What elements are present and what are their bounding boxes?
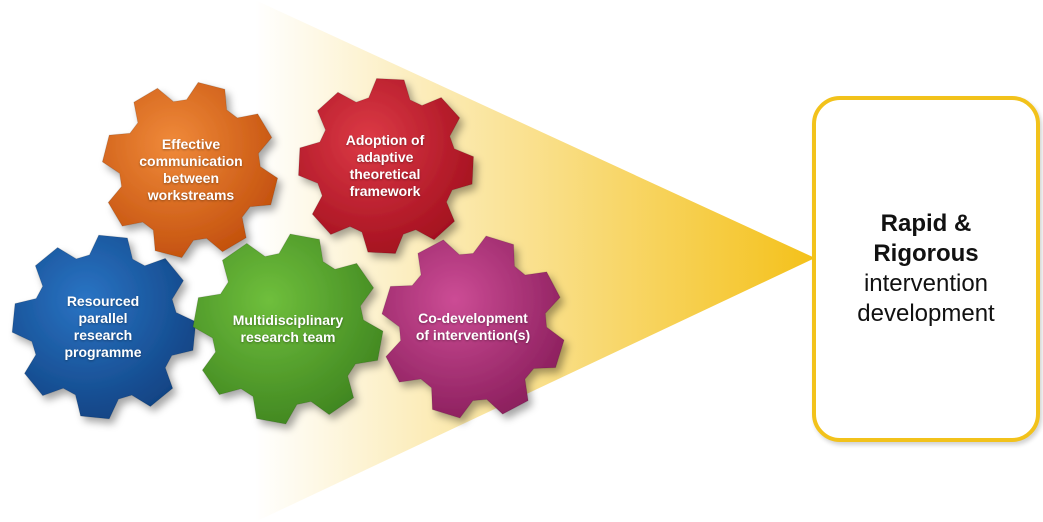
outcome-line-4: development (857, 300, 995, 327)
gear-framework (298, 78, 474, 254)
outcome-line-3: intervention (863, 270, 989, 297)
gear-label-parallel: Resourced parallel research programme (64, 293, 142, 360)
gear-communication (101, 81, 279, 259)
gear-codevelopment (381, 235, 565, 419)
outcome-line-1: Rapid & (880, 210, 972, 237)
gear-label-codevelopment: Co-development of intervention(s) (415, 310, 531, 343)
outcome-line-2: Rigorous (873, 240, 979, 267)
gears-layer (11, 78, 565, 425)
gear-label-communication: Effective communication between workstre… (139, 136, 243, 203)
gear-label-team: Multidisciplinary research team (232, 312, 344, 345)
gear-label-framework: Adoption of adaptive theoretical framewo… (345, 132, 425, 199)
gear-parallel (11, 234, 197, 420)
convergence-funnel (255, 0, 815, 522)
outcome-box: Rapid & Rigorous intervention developmen… (812, 96, 1040, 442)
gear-team (192, 233, 384, 425)
